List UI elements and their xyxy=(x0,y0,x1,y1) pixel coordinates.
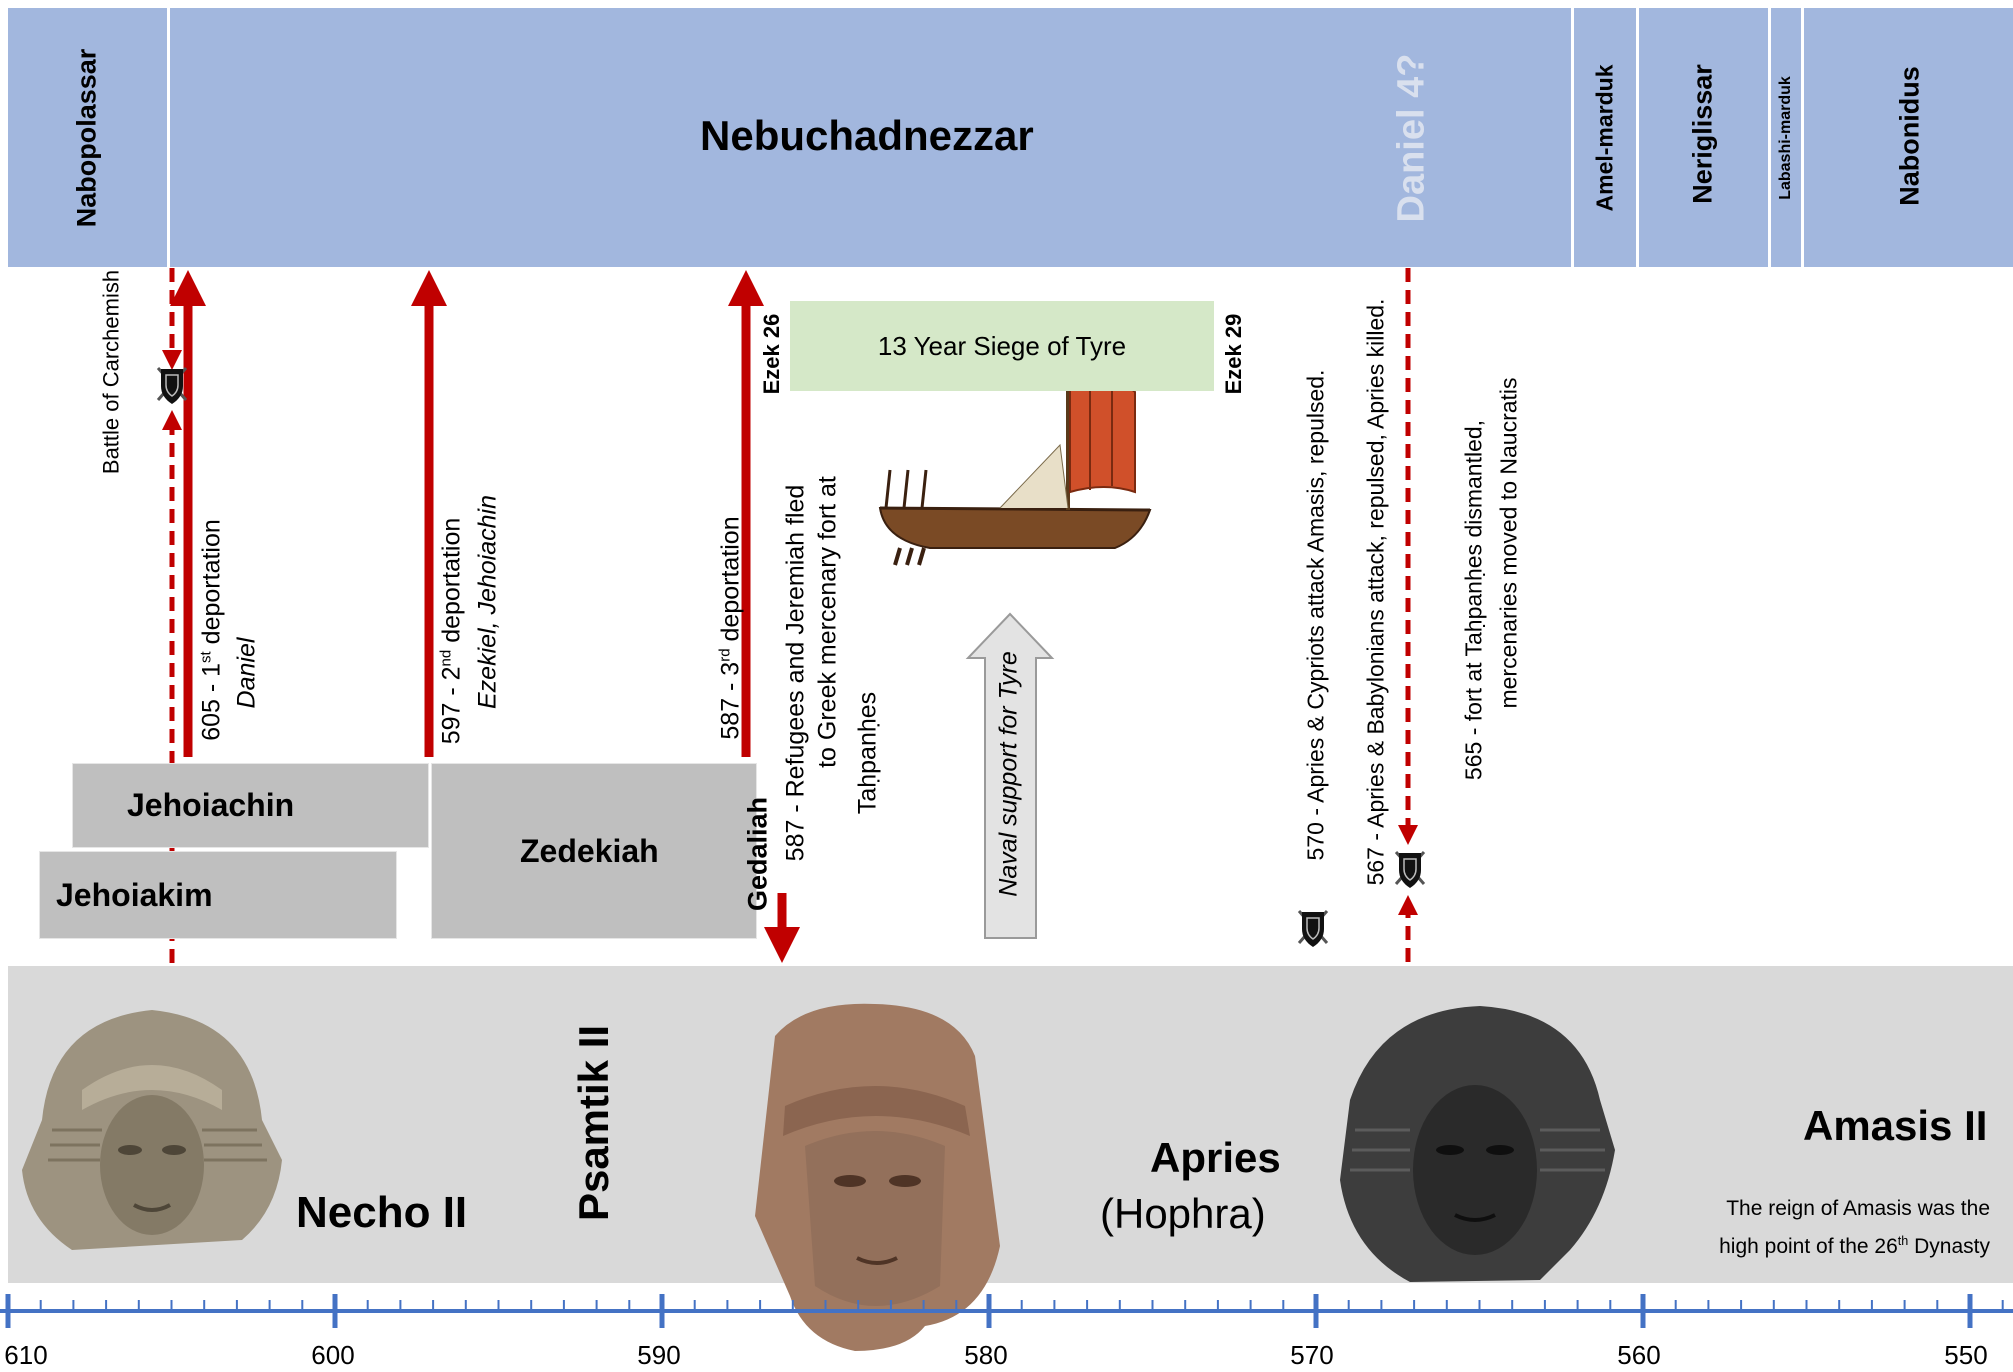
pharaoh-amasis-label: Amasis II xyxy=(1803,1102,1988,1149)
egypt-band xyxy=(8,966,2013,1283)
babylon-band-nabonidus xyxy=(1804,8,2013,267)
year-label-610: 610 xyxy=(4,1340,48,1370)
naval-support-label: Naval support for Tyre xyxy=(994,651,1023,897)
siege-of-tyre-label: 13 Year Siege of Tyre xyxy=(877,330,1127,361)
deportation-1-person: Daniel xyxy=(232,637,261,709)
year-label-570: 570 xyxy=(1290,1340,1334,1370)
refugees-label-line1: 587 - Refugees and Jeremiah fled xyxy=(781,484,810,862)
king-label-nebuchadnezzar: Nebuchadnezzar xyxy=(700,112,1034,159)
deportation-2-label: 597 - 2nd deportation xyxy=(437,517,466,745)
year-axis-ticks xyxy=(0,1294,2013,1328)
judah-king-jehoiakim: Jehoiakim xyxy=(39,851,397,939)
year-axis xyxy=(0,1294,2013,1328)
apries-statue-head-image xyxy=(755,1003,1000,1351)
judah-king-label: Zedekiah xyxy=(520,832,659,869)
babylon-band-nabopolassar xyxy=(8,8,167,267)
babylon-band-neriglissar xyxy=(1639,8,1768,267)
event-567-label: 567 - Apries & Babylonians attack, repul… xyxy=(1362,298,1389,886)
judah-king-gedaliah: Gedaliah xyxy=(742,796,773,912)
pharaoh-apries-label: Apries xyxy=(1150,1134,1281,1181)
battle-shield-icon xyxy=(1394,851,1426,888)
pharaoh-hophra-label: (Hophra) xyxy=(1100,1190,1266,1237)
year-label-560: 560 xyxy=(1617,1340,1661,1370)
battle-shield-icon xyxy=(156,367,188,404)
event-570-label: 570 - Apries & Cypriots attack Amasis, r… xyxy=(1302,369,1329,861)
judah-king-jehoiachin: Jehoiachin xyxy=(72,763,429,848)
necho-statue-head-image xyxy=(22,1010,282,1250)
amasis-note: The reign of Amasis was the high point o… xyxy=(1640,1193,1990,1263)
event-565-label-line1: 565 - fort at Taḥpanḥes dismantled, xyxy=(1460,419,1487,781)
ezek29-label: Ezek 29 xyxy=(1221,313,1246,395)
naval-support-arrow xyxy=(965,612,1055,939)
refugees-label-line3: Taḥpanḥes xyxy=(853,691,882,815)
judah-king-label: Jehoiachin xyxy=(127,787,295,823)
amasis-note-line2: high point of the 26th Dynasty xyxy=(1719,1234,1990,1258)
deportation-1-label: 605 - 1st deportation xyxy=(197,519,226,741)
year-label-600: 600 xyxy=(311,1340,355,1370)
refugees-label-line2: to Greek mercenary fort at xyxy=(813,476,842,768)
judah-king-label: Jehoiakim xyxy=(56,876,213,913)
battle-shield-icon xyxy=(1297,910,1329,947)
deportation-3-label: 587 - 3rd deportation xyxy=(716,516,745,740)
pharaoh-necho-label: Necho II xyxy=(296,1188,468,1237)
siege-of-tyre-box: 13 Year Siege of Tyre xyxy=(790,301,1214,391)
amasis-note-line1: The reign of Amasis was the xyxy=(1726,1197,1990,1220)
year-label-580: 580 xyxy=(964,1340,1008,1370)
deportation-2-person: Ezekiel, Jehoiachin xyxy=(473,494,502,710)
judah-king-zedekiah: Zedekiah xyxy=(431,763,757,939)
battle-of-carchemish-label: Battle of Carchemish xyxy=(98,269,124,475)
greek-ship-icon xyxy=(878,375,1152,566)
year-label-590: 590 xyxy=(637,1340,681,1370)
pharaoh-psamtik-label: Psamtik II xyxy=(570,1024,617,1222)
event-565-label-line2: mercenaries moved to Naucratis xyxy=(1495,377,1522,709)
babylon-band-nebuchadnezzar xyxy=(170,8,1571,267)
ezek26-label: Ezek 26 xyxy=(759,313,784,395)
babylon-band-amel-marduk xyxy=(1574,8,1636,267)
babylon-band-labashi-marduk xyxy=(1771,8,1801,267)
year-label-550: 550 xyxy=(1944,1340,1988,1370)
amasis-statue-head-image xyxy=(1340,1006,1615,1282)
